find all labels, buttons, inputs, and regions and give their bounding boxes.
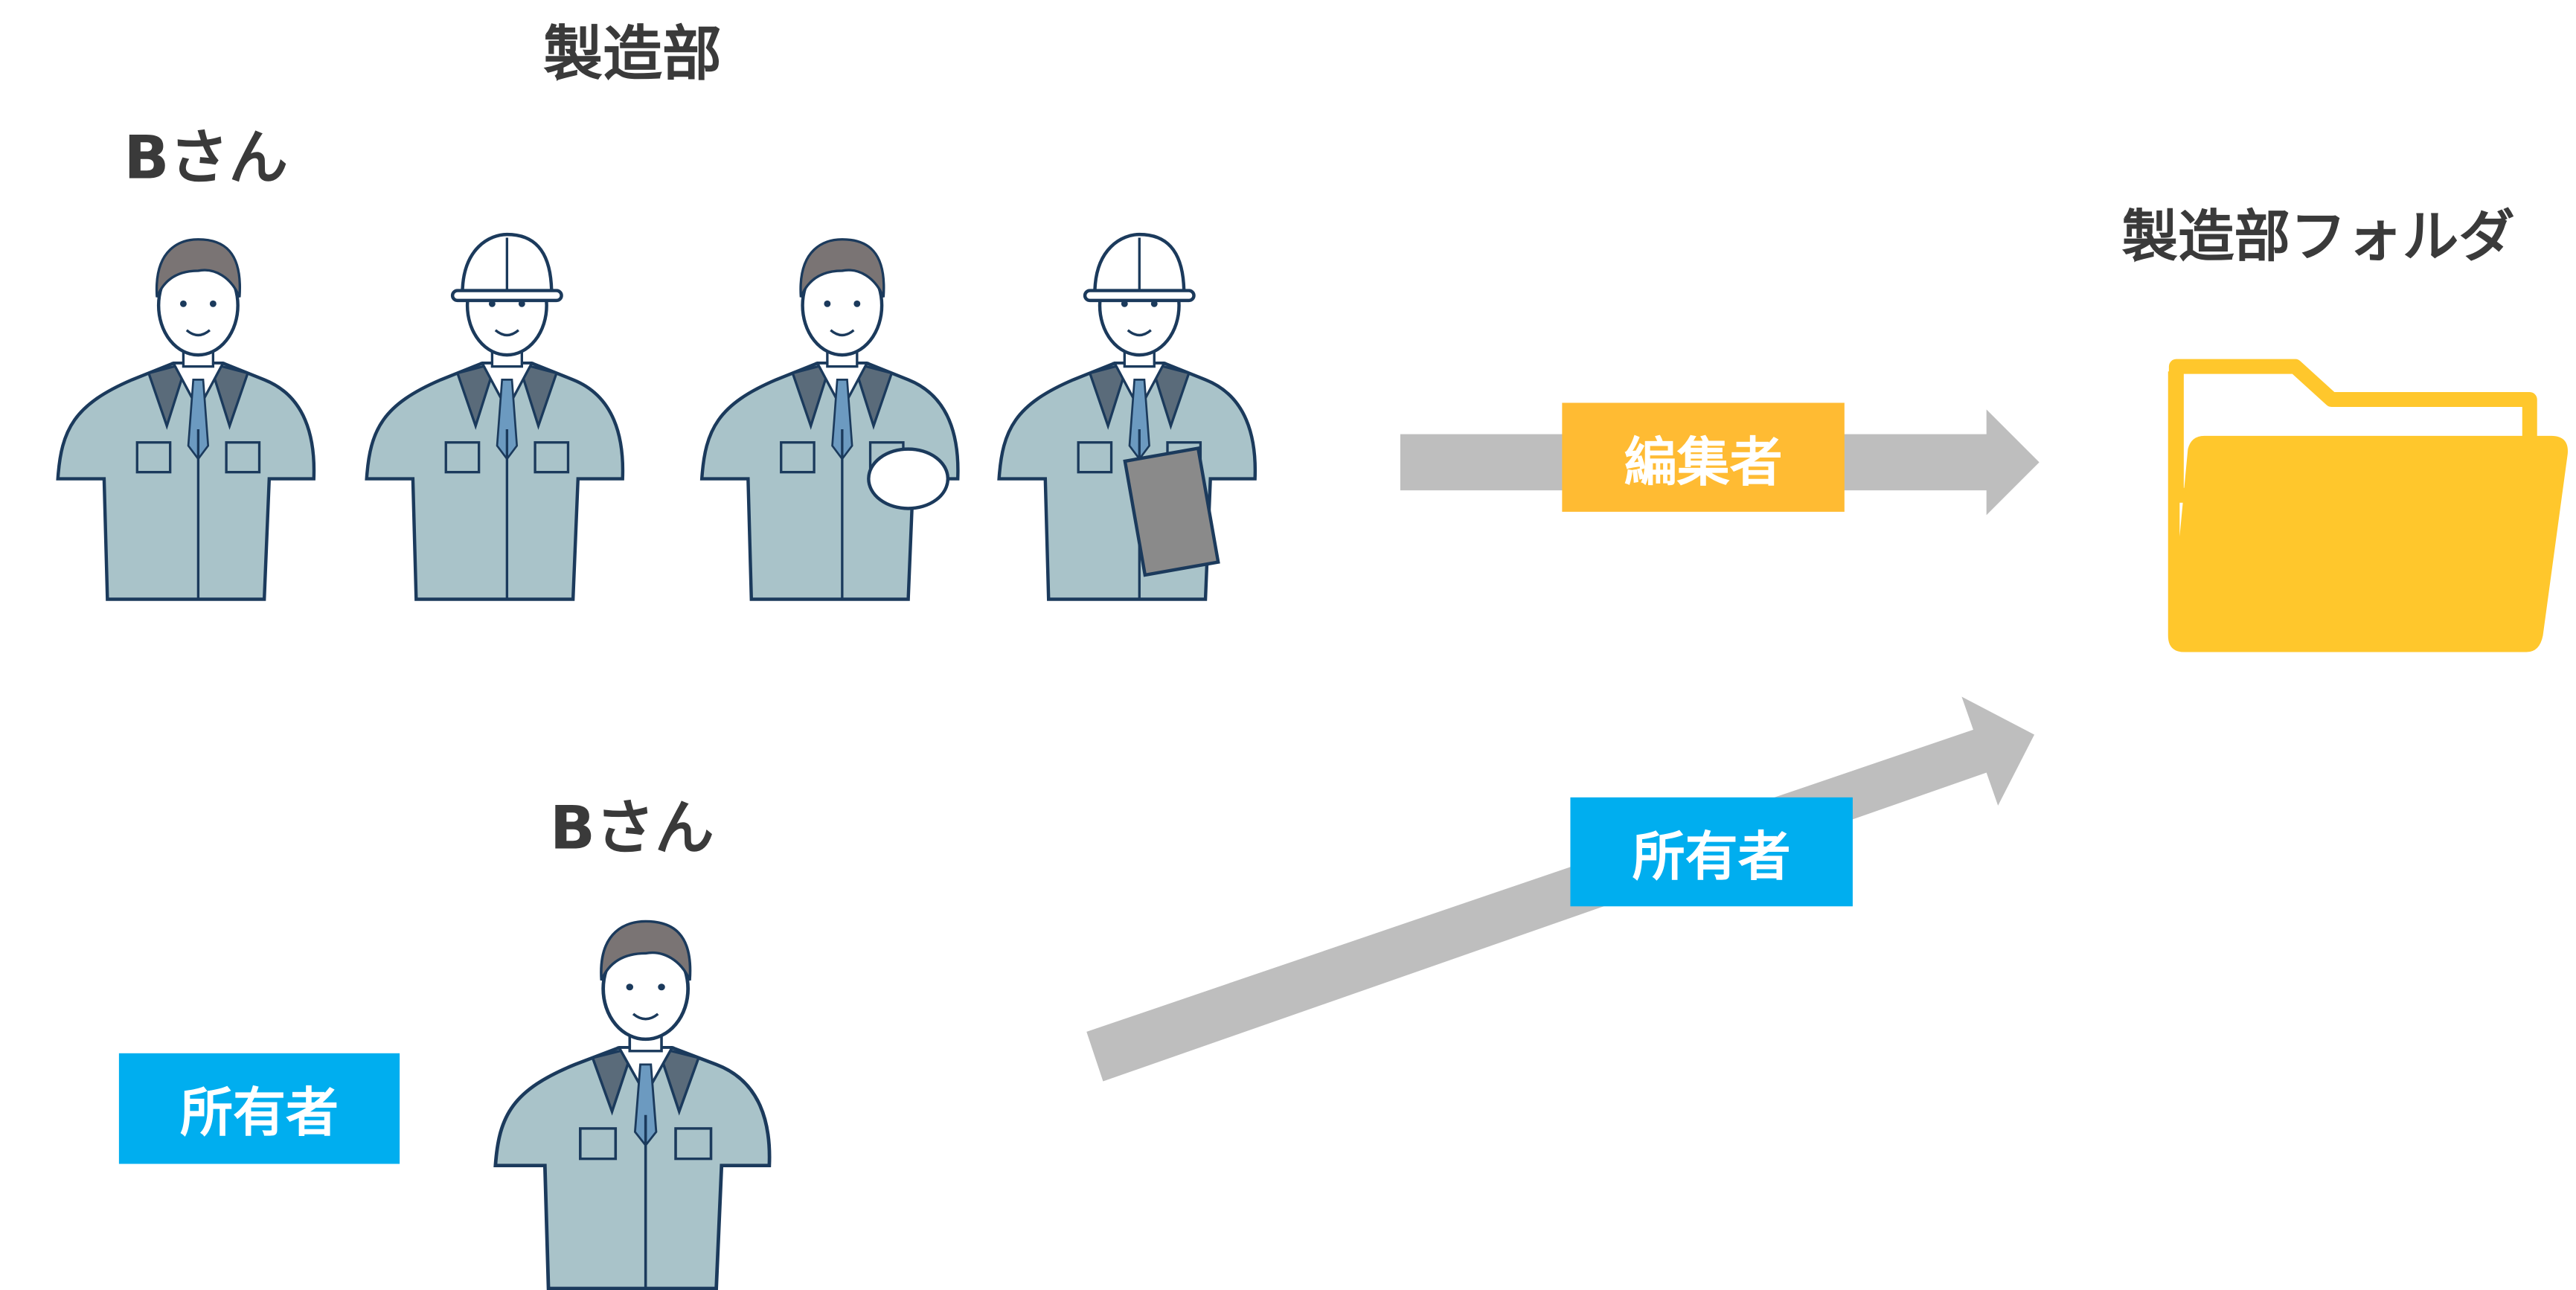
- worker-female-figure: [702, 238, 958, 600]
- clipboard-icon: [1123, 446, 1220, 577]
- owner-role-label: 所有者: [180, 1082, 339, 1143]
- owner-badge: [1570, 797, 1853, 907]
- worker-glasses-figure: [999, 234, 1255, 599]
- member-label: Bさん: [124, 123, 289, 193]
- group-title: 製造部: [543, 19, 722, 89]
- helmet-held-icon: [867, 447, 950, 510]
- worker-helmet-figure: [367, 234, 623, 599]
- folder-title: 製造部フォルダ: [2122, 204, 2515, 269]
- worker-figure: [58, 238, 314, 600]
- editor-badge: [1562, 402, 1845, 512]
- folder-icon: [2168, 359, 2568, 652]
- owner-name: Bさん: [550, 794, 714, 863]
- owner-arrow: [1086, 696, 2035, 1082]
- owner-worker-figure: [496, 920, 769, 1288]
- owner-role-badge: [118, 1053, 400, 1164]
- owner-badge-label: 所有者: [1633, 826, 1791, 888]
- editor-badge-label: 編集者: [1624, 431, 1783, 493]
